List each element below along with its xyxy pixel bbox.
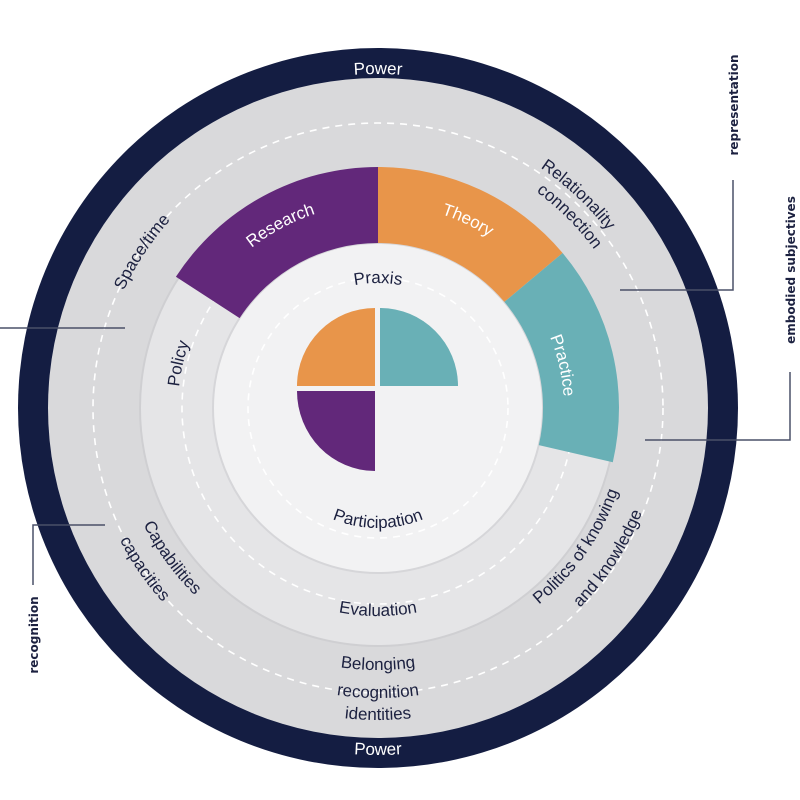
recognition-label: recognition <box>336 680 420 702</box>
research-segment <box>175 167 378 319</box>
embodied-subjectives-callout: embodied subjectives <box>784 196 798 344</box>
outer-dashed-circle <box>92 122 664 694</box>
practice-segment <box>504 253 619 463</box>
center-purple-quadrant <box>297 391 375 471</box>
embodied-connector <box>645 372 791 441</box>
praxis-label: Praxis <box>352 268 403 289</box>
center-teal-quadrant <box>380 308 458 386</box>
belonging-label: Belonging <box>340 652 416 674</box>
center-orange-quadrant <box>297 308 375 386</box>
power-label-bottom: Power <box>354 739 403 759</box>
recognition-connector <box>32 524 105 585</box>
identities-label: identities <box>344 703 412 724</box>
theory-segment <box>378 167 563 302</box>
inner-dashed-circle <box>247 277 509 539</box>
representation-callout: representation <box>727 55 741 156</box>
recognition-callout: recognition <box>27 596 41 673</box>
representation-connector <box>620 180 734 291</box>
evaluation-label: Evaluation <box>338 597 418 620</box>
power-label-top: Power <box>353 59 403 79</box>
